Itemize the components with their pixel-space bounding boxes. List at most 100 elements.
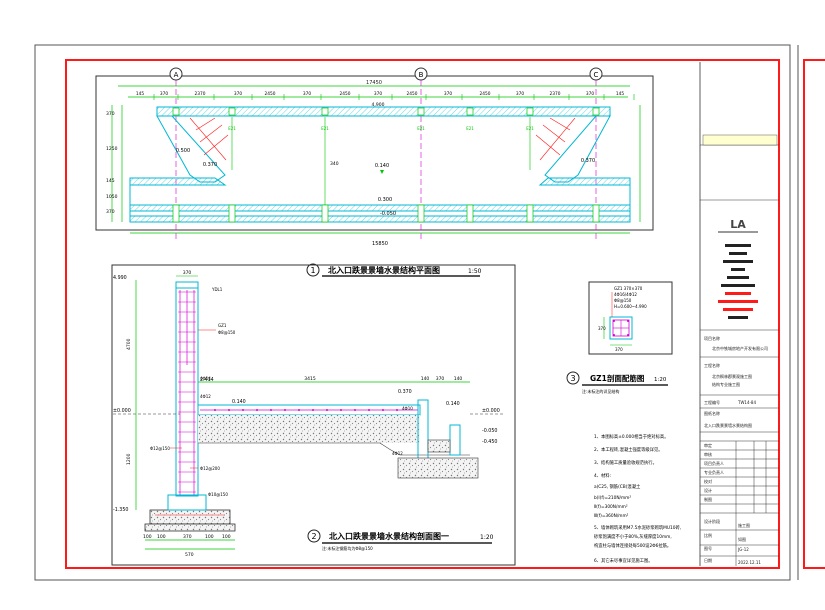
staff-label: 项目负责人 [704, 460, 724, 466]
rebar-dot [326, 409, 328, 411]
rebar-dot [228, 409, 230, 411]
logo-bar [718, 300, 758, 303]
detail-labels: GZ1 370×370 4Φ16/4Φ12 Φ8@150 H=0.600~4.9… [614, 286, 647, 309]
overall-dim-text: 17450 [366, 80, 382, 86]
plan-column [466, 107, 474, 116]
plan-red-lines [189, 117, 576, 161]
rebar-tag: Φ8@150 [218, 330, 236, 335]
section-rebar-stirrups [178, 291, 196, 493]
logo-bar [721, 284, 755, 287]
note-line: 构造柱与墙体连接处每500设2Φ6拉筋。 [594, 542, 671, 549]
plan-column [417, 107, 425, 116]
logo-bar [731, 268, 745, 271]
elev-text: -0.450 [482, 439, 497, 445]
top-wall-hatch [157, 107, 610, 116]
dim-text: 370 [106, 111, 115, 117]
plan-column [417, 204, 425, 223]
rebar-dot [298, 409, 300, 411]
section-view: 370 3415 140 370 140 4.990 ±0.000 -1.350… [111, 264, 516, 566]
field-value: 施工图 [738, 522, 750, 528]
plan-column [172, 204, 180, 223]
rebar-dot [256, 409, 258, 411]
dim-text: 145 [616, 91, 624, 97]
field-value: 如图 [738, 536, 746, 542]
logo-text: LA [730, 218, 746, 231]
dim-text: 100 [222, 534, 231, 540]
plan-column [172, 107, 180, 116]
dim-text: E21 [417, 126, 425, 131]
dim-text: 2370 [550, 91, 561, 97]
dim-text: 370 [516, 91, 524, 97]
logo-bar [728, 316, 748, 319]
note-line: 6、其它未尽事宜详见施工图。 [594, 557, 653, 564]
plan-elevation-markers: 0.140 0.300 -0.050 0.500 0.370 0.370 [176, 148, 595, 217]
company-logo: LA [718, 218, 758, 319]
field-label: 图纸名称 [704, 410, 720, 416]
dim-text: 370 [160, 91, 168, 97]
pool-edge-curb [449, 424, 461, 456]
elev-text: 0.140 [375, 163, 389, 169]
dim-text: 1200 [126, 453, 132, 465]
plan-column [592, 107, 600, 116]
note-line: a)C25, 钢筋(CB)混凝土 [594, 483, 641, 490]
dim-text: 140 [454, 376, 463, 382]
rebar-tag: 4Φ10 [402, 406, 413, 411]
elev-text: -0.050 [482, 428, 497, 434]
left-step-wall [129, 177, 227, 186]
rebar-dot [214, 409, 216, 411]
section-scale: 1:20 [480, 534, 494, 541]
detail-title: GZ1剖面配筋图 [590, 373, 645, 383]
right-diagonal-wall [544, 115, 611, 183]
section-viewport [111, 264, 516, 566]
field-label: 比例 [704, 532, 712, 538]
dim-text: 370 [183, 270, 192, 276]
field-label: 设计阶段 [704, 518, 720, 524]
rebar-tag: GZ1 [218, 323, 227, 328]
logo-bar [723, 260, 753, 263]
elev-text: 0.370 [398, 389, 412, 395]
section-title: 北入口跌景景墙水景结构剖面图一 [329, 531, 449, 541]
section-rebar-tags: YDL1 GZ1 Φ8@150 Φ12@150 Φ12@200 Φ10@150 … [150, 287, 413, 497]
axis-bubble-a: A [169, 67, 183, 240]
dim-text: 2370 [195, 91, 206, 97]
rebar-tag: Φ10@150 [208, 492, 228, 497]
rebar-tag: 4Φ12 [392, 451, 403, 456]
field-label: 项目名称 [704, 335, 720, 341]
dim-text: 370 [303, 91, 311, 97]
slab-fill [198, 415, 420, 443]
field-value: 北京枫林郡景观施工图 [712, 373, 752, 379]
elev-text: -1.350 [113, 507, 128, 513]
dim-text: 370 [106, 209, 115, 215]
note-line: Ⅱ(f)=300N/mm² [594, 504, 628, 510]
rebar-tag: 4Φ12 [200, 394, 211, 399]
detail-label: 4Φ16/4Φ12 [614, 292, 637, 297]
detail-gz1: 370 370 GZ1 370×370 4Φ16/4Φ12 Φ8@150 H=0… [588, 281, 673, 355]
dim-text: 3415 [304, 376, 316, 382]
elev-text: 0.140 [232, 399, 246, 405]
detail-scale: 1:20 [654, 377, 667, 383]
title-block: LA 项目名称 北京中铁城房地产开发有限公司 工程名称 北京枫林郡景观施工图 结… [699, 62, 779, 566]
foundation-footing [149, 509, 231, 525]
plan-column [526, 204, 534, 223]
note-line: 1、本图标高±0.000相当于绝对标高。 [594, 433, 669, 440]
dim-text: 370 [586, 91, 594, 97]
dim-text: 2450 [407, 91, 418, 97]
note-line: 砂浆饱满度不小于80%,灰缝厚度10mm, [594, 533, 672, 540]
rebar-dot [284, 409, 286, 411]
staff-label: 审定 [704, 442, 712, 448]
elev-text: 0.140 [446, 401, 460, 407]
dim-text: 370 [615, 347, 623, 352]
section-bottom-dims: 100 100 370 100 100 570 [143, 534, 231, 558]
rebar-dot [242, 409, 244, 411]
detail-num: 3 [570, 374, 575, 383]
detail-label: GZ1 370×370 [614, 286, 643, 291]
rebar-tag: YDL1 [211, 287, 223, 292]
mid-dim-text: 4,900 [372, 102, 385, 108]
field-value: JG-12 [737, 547, 749, 552]
elev-text: ±0.000 [113, 408, 131, 414]
plan-title: 北入口跌景景墙水景结构平面图 [328, 265, 440, 275]
slab-rebar-dots [214, 409, 398, 411]
dim-text: 370 [598, 326, 606, 331]
detail-viewport [588, 281, 673, 355]
axis-bubble-b: B [414, 67, 428, 240]
